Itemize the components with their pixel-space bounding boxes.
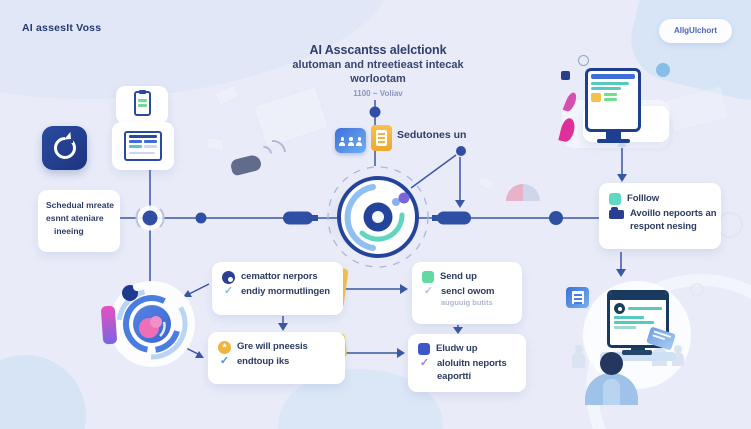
follow-box: Folllow Avoillo nepoorts an respont nesi… <box>599 183 721 249</box>
follow-line1: Folllow <box>627 193 660 204</box>
background-blob <box>622 0 751 109</box>
followup-line3: eaportti <box>437 371 472 383</box>
ring-decoration <box>578 55 589 66</box>
check-icon: ✓ <box>423 284 434 297</box>
process-line2: endtoup iks <box>237 355 290 367</box>
diagram-title: AI Asscantss alelctionk alutoman and ntr… <box>228 43 528 98</box>
action-button[interactable]: AIlgUIchort <box>659 19 732 43</box>
check-icon: ✓ <box>419 356 430 369</box>
flower-icon: * <box>218 341 231 354</box>
device-icon <box>609 206 624 219</box>
follow-line2: Avoillo nepoorts an <box>630 207 717 219</box>
follow-line3: respont nesing <box>630 221 697 233</box>
process-line1: Gre will pneesis <box>237 341 308 352</box>
blue-square-icon <box>418 343 430 355</box>
send-line2: sencl owom <box>441 285 495 297</box>
document-card <box>112 122 174 170</box>
followup-line1: Eludw up <box>436 343 478 354</box>
check-icon: ✓ <box>219 354 230 367</box>
sedutones-label: Sedutones un <box>397 129 467 141</box>
title-line3: worlootam <box>350 73 406 85</box>
target-emblem-icon <box>100 278 200 370</box>
report-document-icon <box>124 131 162 161</box>
followup-line2: aloluitn neports <box>437 357 507 369</box>
users-icon <box>335 128 366 153</box>
title-line2: alutoman and ntreetieast intecak <box>292 59 464 71</box>
followup-box: Eludw up ✓ aloluitn neports eaportti <box>408 334 526 392</box>
process-box: * Gre will pneesis ✓ endtoup iks <box>208 332 345 384</box>
schedule-box: Schedual mreate esnnt ateniare ineeing <box>38 190 120 252</box>
monitor-stand <box>606 132 621 140</box>
title-meta: 1100 ~ Voliav <box>353 89 403 98</box>
send-box: Send up ✓ sencl owom auguuig butits <box>412 262 522 324</box>
schedule-line3: ineeing <box>54 226 84 237</box>
gauge-doodle <box>506 184 540 201</box>
schedule-line1: Schedual mreate <box>46 200 115 210</box>
check-icon: ✓ <box>223 284 234 297</box>
reports-line1: cemattor nerpors <box>241 271 318 282</box>
doodle-shape <box>664 85 730 133</box>
title-line1: AI Asscantss alelctionk <box>309 43 447 57</box>
ai-hub-icon <box>326 165 430 269</box>
keyboard-base <box>622 350 652 355</box>
schedule-line2: esnnt ateniare <box>46 213 104 224</box>
green-square-icon <box>422 271 434 283</box>
monitor-icon <box>585 68 641 132</box>
reports-line2: endiy mormutlingen <box>241 285 330 297</box>
monitor-base <box>597 139 630 143</box>
send-line1: Send up <box>440 271 477 282</box>
background-blob <box>0 355 86 429</box>
send-subtext: auguuig butits <box>441 298 493 308</box>
book-icon <box>566 287 589 308</box>
refresh-icon <box>53 135 76 159</box>
yellow-document-icon <box>371 125 392 151</box>
doodle-shape <box>205 136 225 152</box>
blue-dot-decoration <box>656 63 670 77</box>
reports-box: cemattor nerpors ✓ endiy mormutlingen <box>212 262 343 315</box>
person-avatar-head <box>600 352 623 375</box>
clipboard-card <box>116 86 168 124</box>
silhouette-decoration <box>572 345 585 368</box>
mail-swirl-icon <box>222 271 235 284</box>
clipboard-icon <box>133 90 151 116</box>
brand-title: AI assesIt Voss <box>22 22 102 34</box>
doodle-shape <box>476 174 496 192</box>
desk-tray <box>600 352 676 361</box>
ring-decoration <box>690 283 704 297</box>
navy-square-decoration <box>561 71 570 80</box>
app-logo <box>42 126 87 170</box>
teal-square-icon <box>609 193 621 205</box>
